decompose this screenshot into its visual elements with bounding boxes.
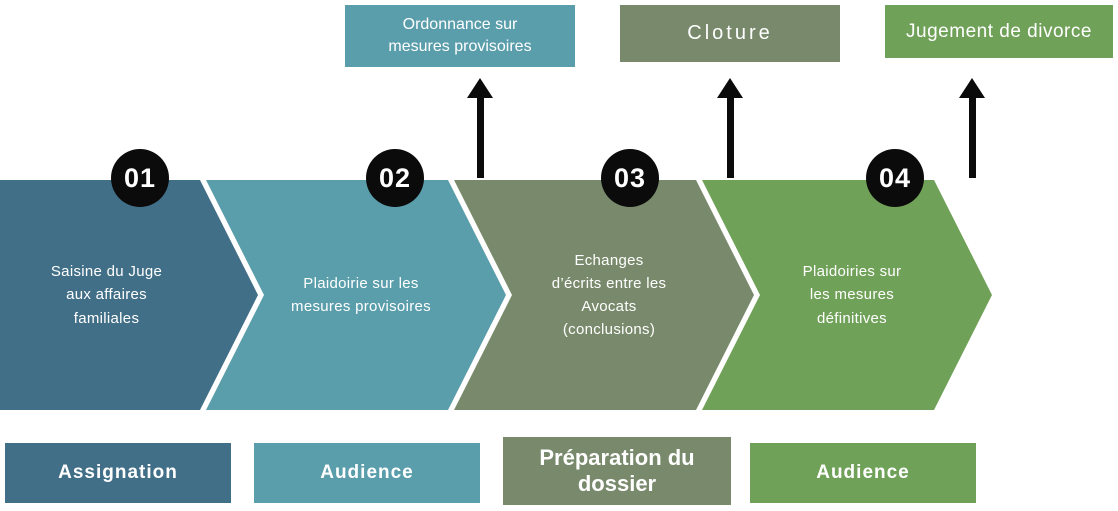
step-3-number: 03 [613, 162, 647, 193]
step-4-label: Plaidoiries sur les mesures définitives [802, 263, 902, 327]
step-2-label: Plaidoirie sur les mesures provisoires [291, 274, 431, 315]
arrow-head-icon [467, 78, 493, 98]
step-3-chevron: Echanges d’écrits entre les Avocats (con… [454, 180, 754, 410]
arrow-shaft [726, 98, 734, 178]
arrow-head-icon [959, 78, 985, 98]
phase-label-audience-1: Audience [320, 462, 414, 483]
output-label-ordonnance: Ordonnance sur mesures provisoires [388, 15, 532, 55]
phase-label-assignation: Assignation [58, 462, 178, 483]
output-box-ordonnance: Ordonnance sur mesures provisoires [345, 5, 575, 67]
arrow-head-icon [717, 78, 743, 98]
step-2-label-wrap: Plaidoirie sur les mesures provisoires [206, 180, 506, 410]
output-label-jugement: Jugement de divorce [906, 20, 1092, 42]
step-3-label-wrap: Echanges d’écrits entre les Avocats (con… [454, 180, 754, 410]
step-3-number-badge: 03 [601, 149, 659, 207]
step-1-number-badge: 01 [111, 149, 169, 207]
output-label-cloture: Cloture [687, 22, 773, 44]
step-4-number-badge: 04 [866, 149, 924, 207]
arrow-shaft [968, 98, 976, 178]
step-4-label-wrap: Plaidoiries sur les mesures définitives [702, 180, 992, 410]
arrow-shaft [476, 98, 484, 178]
step-2-chevron: Plaidoirie sur les mesures provisoires [206, 180, 506, 410]
step-1-label-wrap: Saisine du Juge aux affaires familiales [0, 180, 258, 410]
step-1-number: 01 [123, 162, 157, 193]
step-1-chevron: Saisine du Juge aux affaires familiales [0, 180, 258, 410]
up-arrow-icon [717, 78, 743, 178]
phase-box-preparation: Préparation du dossier [503, 437, 731, 505]
output-box-jugement: Jugement de divorce [885, 5, 1113, 58]
step-3-label: Echanges d’écrits entre les Avocats (con… [551, 251, 667, 339]
output-box-cloture: Cloture [620, 5, 840, 62]
up-arrow-icon [467, 78, 493, 178]
step-4-chevron: Plaidoiries sur les mesures définitives [702, 180, 992, 410]
phase-label-preparation: Préparation du dossier [539, 444, 695, 496]
phase-box-audience-1: Audience [254, 443, 480, 503]
phase-label-audience-2: Audience [816, 462, 910, 483]
step-2-number-badge: 02 [366, 149, 424, 207]
step-1-label: Saisine du Juge aux affaires familiales [50, 263, 163, 327]
step-2-number: 02 [378, 162, 412, 193]
up-arrow-icon [959, 78, 985, 178]
chevron-shape [0, 180, 258, 410]
phase-box-assignation: Assignation [5, 443, 231, 503]
step-4-number: 04 [878, 162, 912, 193]
phase-box-audience-2: Audience [750, 443, 976, 503]
